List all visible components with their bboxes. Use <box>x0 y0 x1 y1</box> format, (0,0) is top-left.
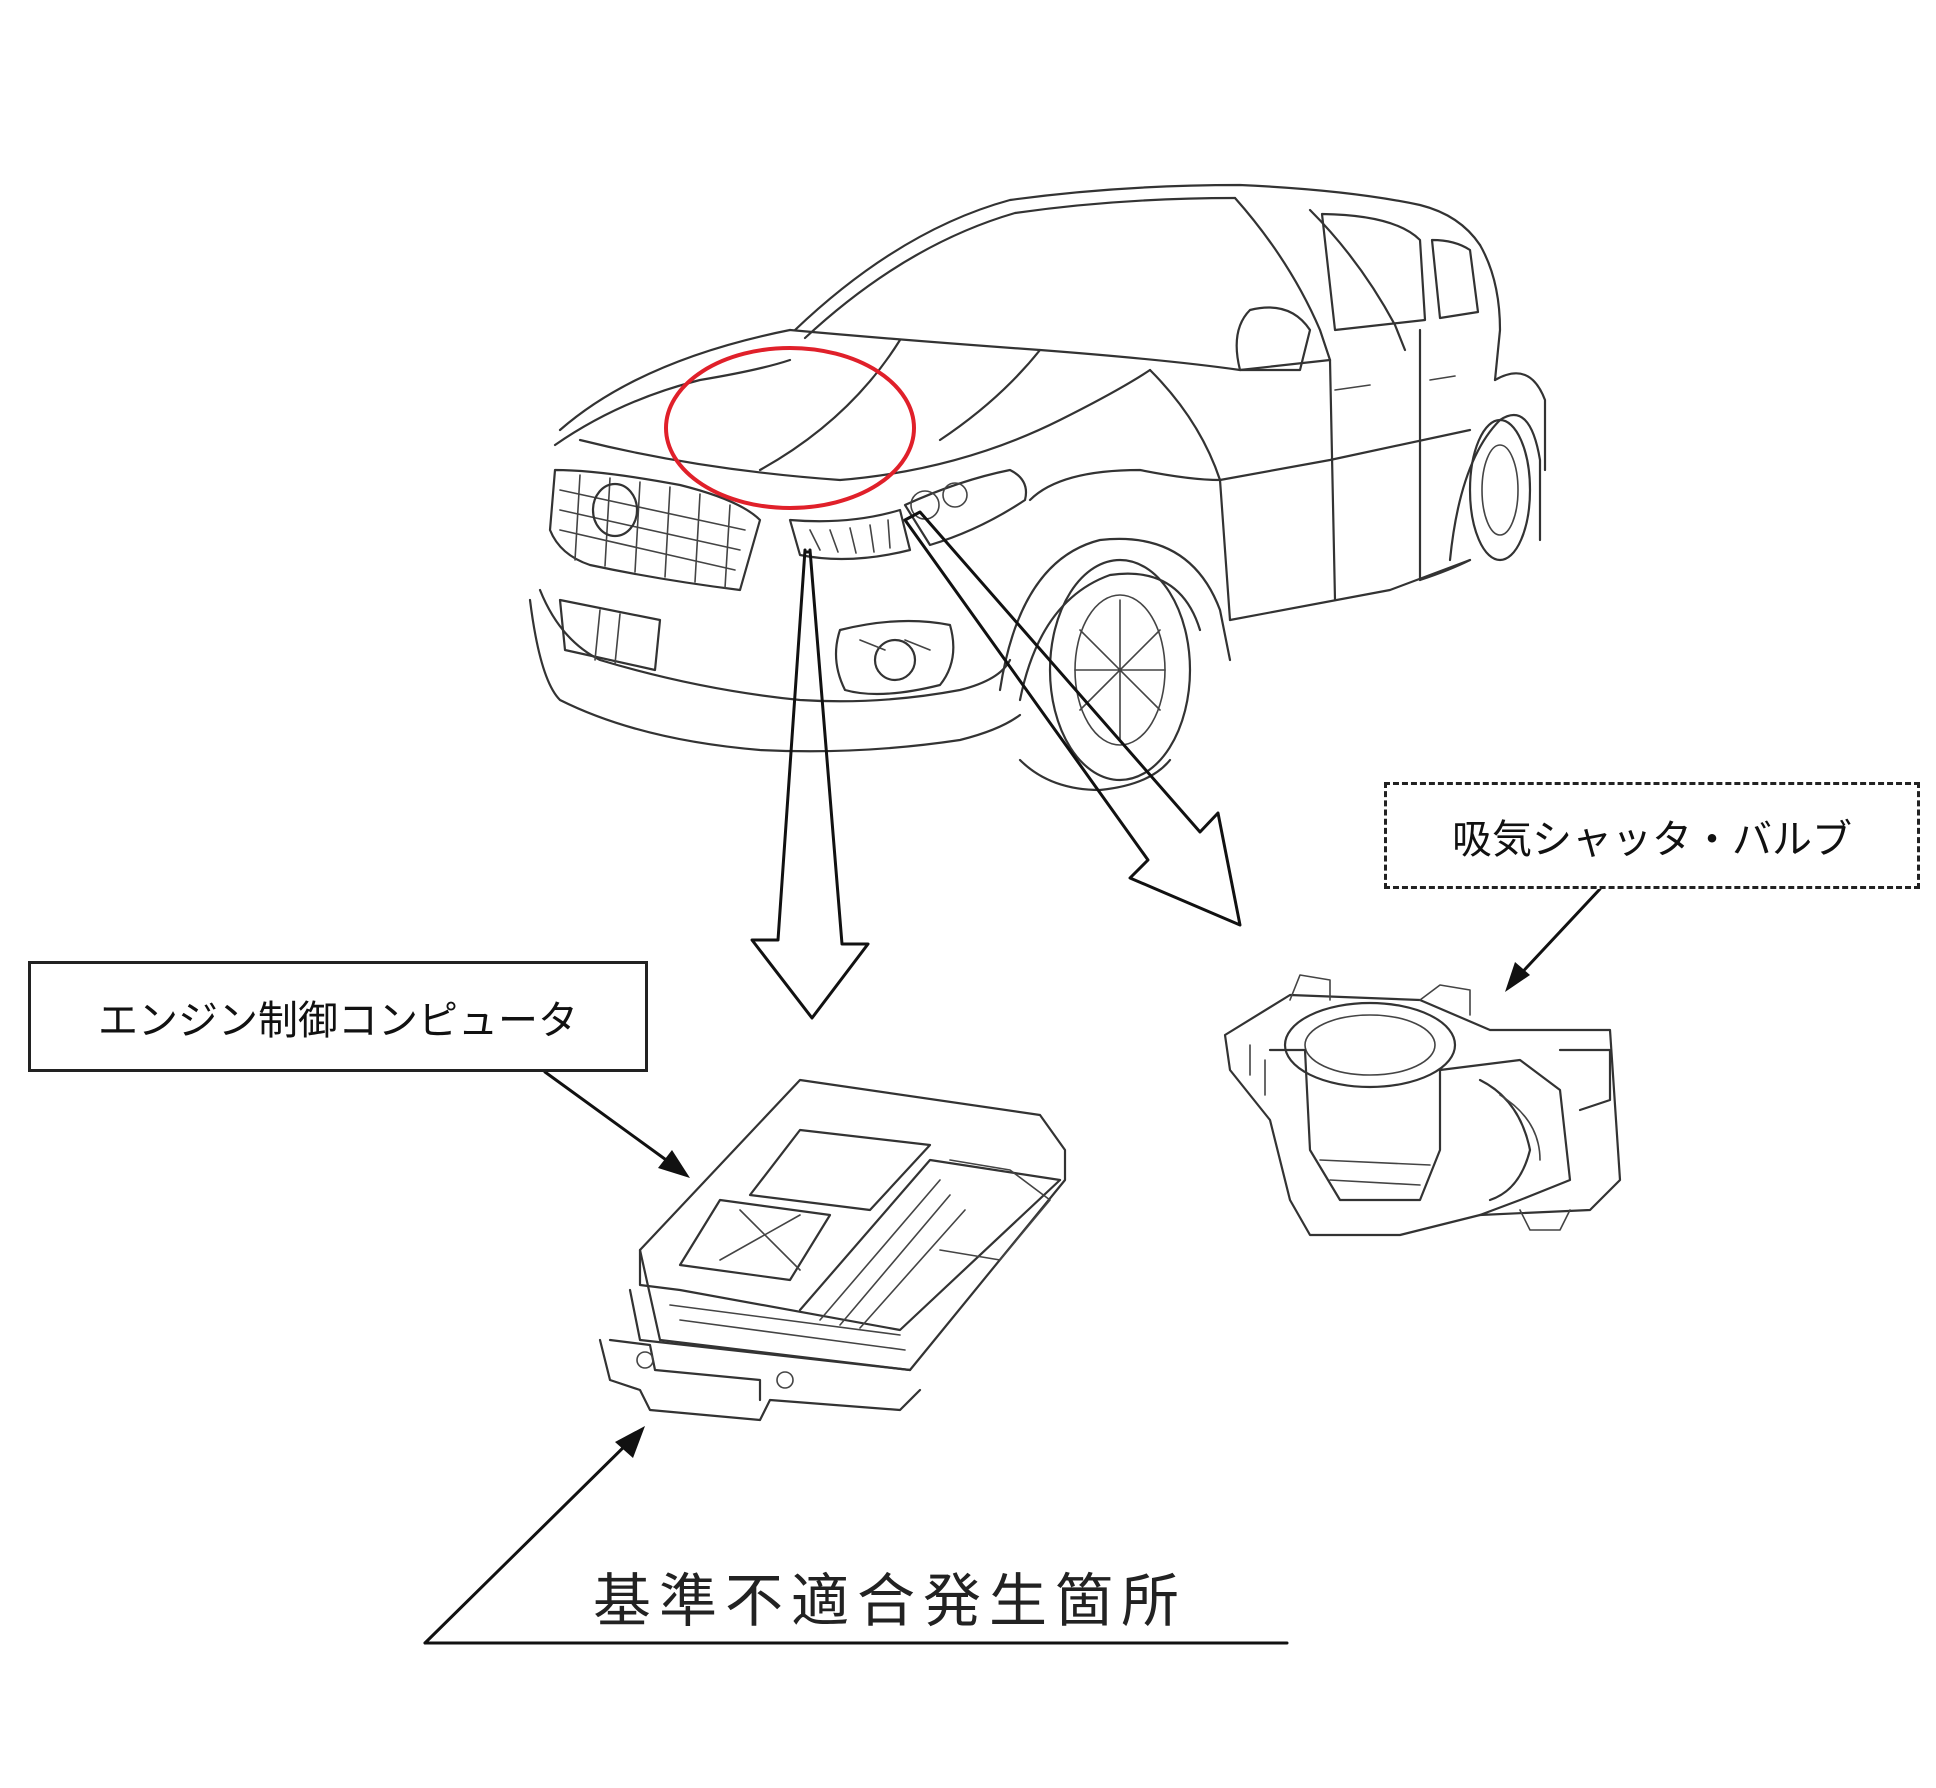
ecu-label-text: エンジン制御コンピュータ <box>98 997 578 1044</box>
defect-location-text: 基準不適合発生箇所 <box>592 1567 1187 1635</box>
defect-location-label: 基準不適合発生箇所 <box>570 1556 1210 1636</box>
ecu-label: エンジン制御コンピュータ <box>28 961 648 1072</box>
defect-leader <box>423 1426 1289 1645</box>
highlight-ellipse <box>664 346 916 510</box>
ecu-drawing <box>598 1078 1067 1422</box>
valve-label-text: 吸気シャッタ・バルブ <box>1452 816 1852 863</box>
arrow-to-valve <box>903 510 1242 927</box>
car-drawing <box>528 183 1547 792</box>
arrow-to-ecu <box>750 548 870 1020</box>
ecu-leader <box>543 1070 690 1178</box>
valve-label: 吸気シャッタ・バルブ <box>1384 782 1920 889</box>
valve-drawing <box>1223 974 1622 1237</box>
valve-leader <box>1505 887 1602 992</box>
